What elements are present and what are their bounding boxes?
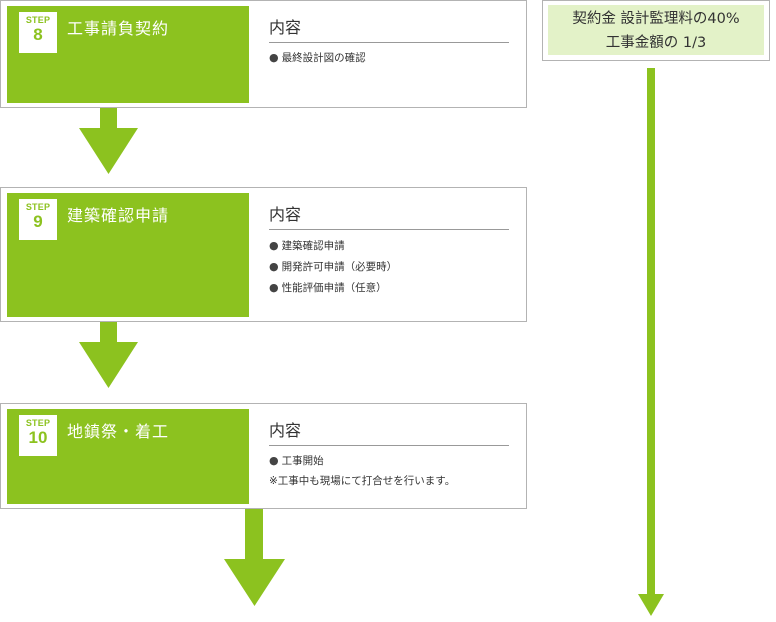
step-title: 建築確認申請 xyxy=(67,206,170,225)
content-list: 工事開始 ※工事中も現場にて打合せを行います。 xyxy=(269,450,455,492)
step-number: 10 xyxy=(28,428,48,447)
list-item: 最終設計図の確認 xyxy=(269,47,366,68)
step-title: 地鎮祭・着工 xyxy=(67,422,170,441)
fee-line-1: 契約金 設計監理料の40% xyxy=(572,11,740,27)
fee-box: 契約金 設計監理料の40% 工事金額の 1/3 xyxy=(542,0,770,61)
step-card-10: STEP 10 地鎮祭・着工 内容 工事開始 ※工事中も現場にて打合せを行います… xyxy=(0,403,527,509)
content-list: 最終設計図の確認 xyxy=(269,47,366,68)
step-card-8: STEP 8 工事請負契約 内容 最終設計図の確認 xyxy=(0,0,527,108)
step-badge-9: STEP 9 xyxy=(19,199,57,240)
content-list: 建築確認申請 開発許可申請（必要時） 性能評価申請（任意） xyxy=(269,235,398,298)
list-item: 性能評価申請（任意） xyxy=(269,277,397,298)
step-badge-10: STEP 10 xyxy=(19,415,57,456)
step-header-10: STEP 10 地鎮祭・着工 xyxy=(7,409,249,504)
list-note: ※工事中も現場にて打合せを行います。 xyxy=(269,475,456,487)
step-title: 工事請負契約 xyxy=(67,19,170,38)
fee-line-2: 工事金額の 1/3 xyxy=(605,35,707,51)
down-arrow-icon xyxy=(224,509,285,606)
step-card-9: STEP 9 建築確認申請 内容 建築確認申請 開発許可申請（必要時） 性能評価… xyxy=(0,187,527,322)
list-item: 開発許可申請（必要時） xyxy=(269,256,398,277)
step-badge-label: STEP xyxy=(25,202,51,212)
step-header-9: STEP 9 建築確認申請 xyxy=(7,193,249,317)
content-heading: 内容 xyxy=(269,417,509,446)
content-heading: 内容 xyxy=(269,201,509,230)
step-badge-8: STEP 8 xyxy=(19,12,57,53)
long-down-arrow-icon xyxy=(638,68,664,616)
step-header-8: STEP 8 工事請負契約 xyxy=(7,6,249,103)
step-badge-label: STEP xyxy=(25,418,51,428)
down-arrow-icon xyxy=(79,108,138,174)
list-item: 建築確認申請 xyxy=(269,235,397,256)
list-item: 工事開始 xyxy=(269,450,455,471)
step-number: 8 xyxy=(33,25,43,44)
content-heading: 内容 xyxy=(269,14,509,43)
step-badge-label: STEP xyxy=(25,15,51,25)
step-number: 9 xyxy=(33,212,43,231)
fee-text: 契約金 設計監理料の40% 工事金額の 1/3 xyxy=(548,5,764,55)
down-arrow-icon xyxy=(79,322,138,388)
